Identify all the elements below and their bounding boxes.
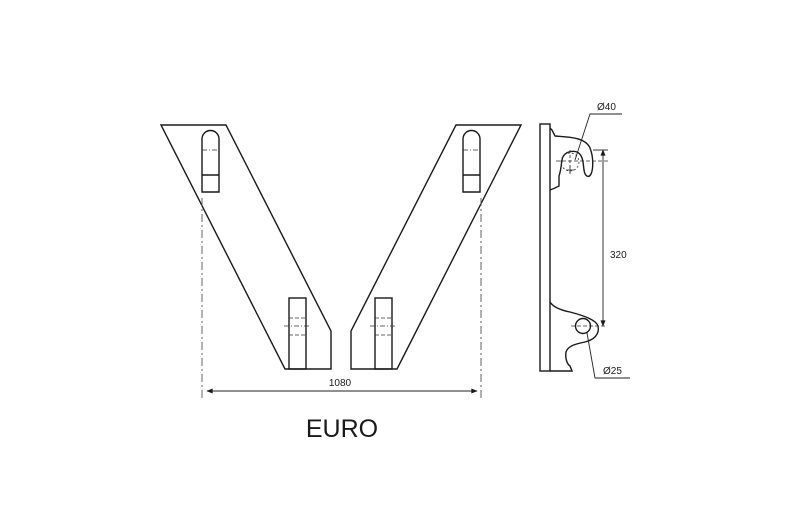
left-bracket-view [159,124,332,400]
right-bottom-slot [370,297,397,370]
drawing-title: EURO [306,415,378,443]
width-dimension: 1080 [206,378,478,394]
top-hole-diameter-label: Ø40 [597,102,616,113]
left-bottom-slot [284,297,311,370]
width-dimension-label: 1080 [329,378,352,389]
side-profile-view: 320 Ø40 Ø25 [539,102,630,379]
top-hole [560,152,580,172]
bottom-hole-diameter-label: Ø25 [603,366,622,377]
right-bracket-view [350,124,523,400]
back-plate [539,123,551,372]
hole-spacing-label: 320 [610,250,627,261]
right-top-slot [462,129,481,193]
left-top-slot [201,129,220,193]
